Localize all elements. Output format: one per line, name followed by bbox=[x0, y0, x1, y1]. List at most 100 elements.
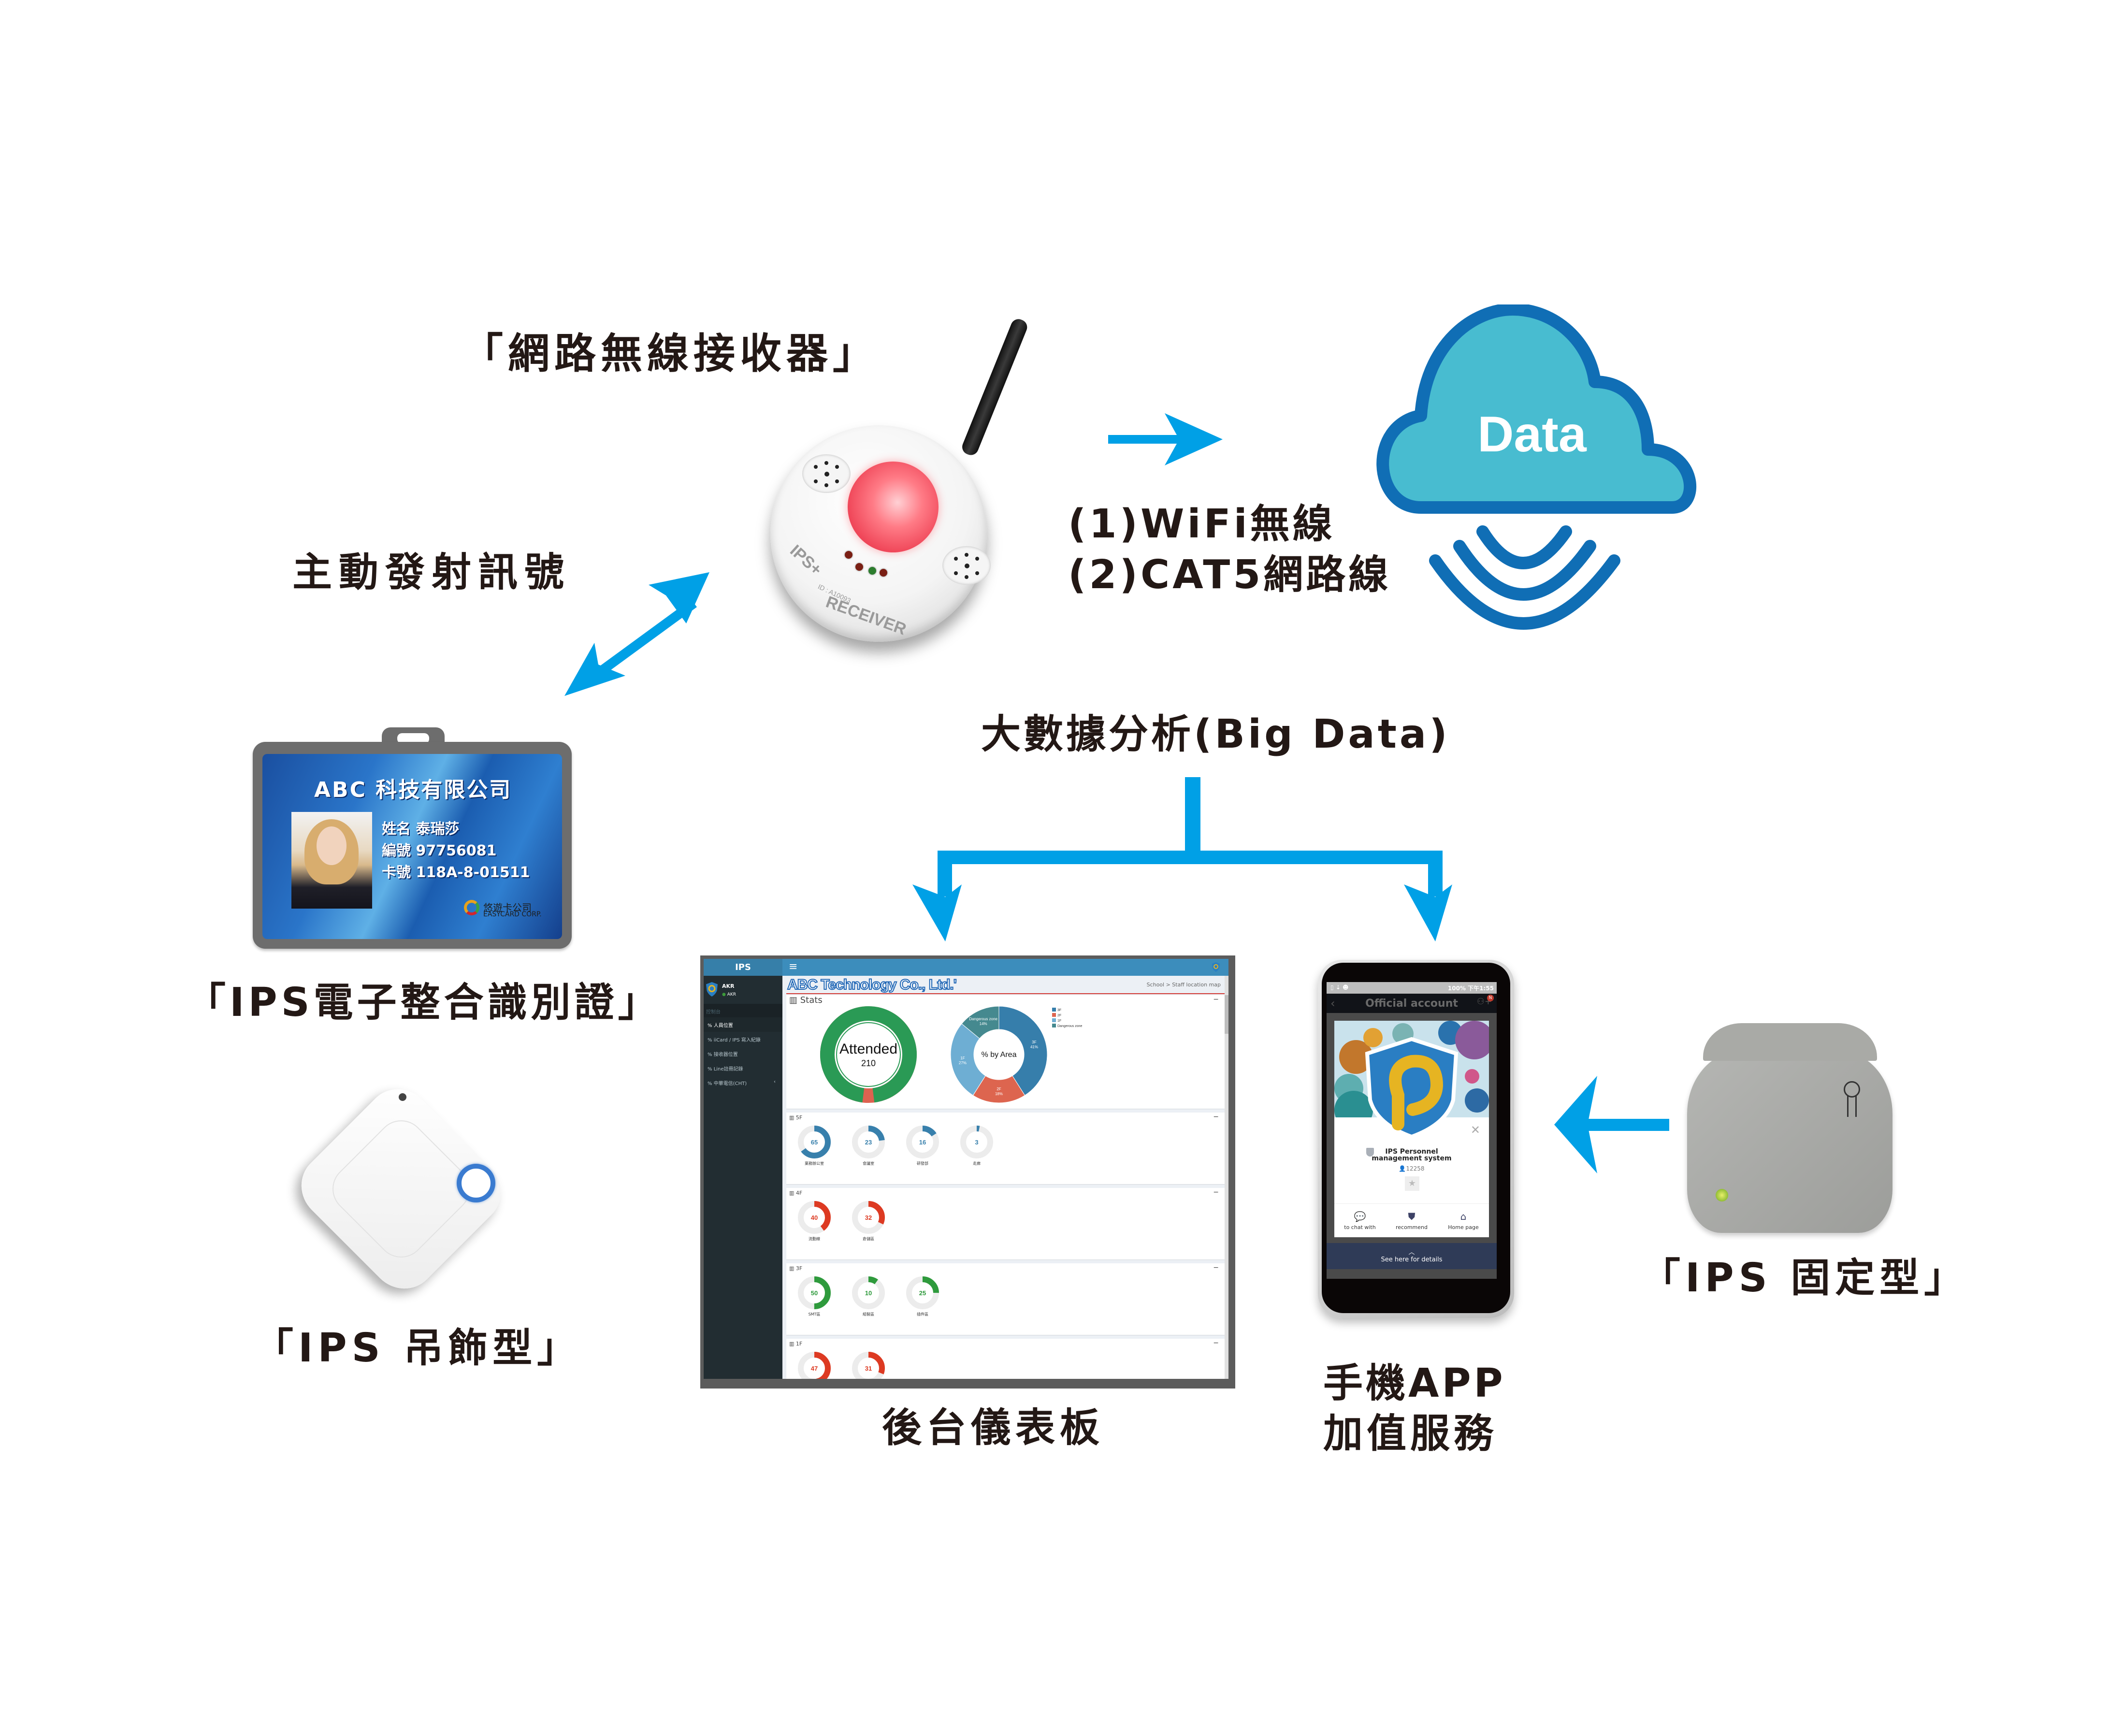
gauge-value-arc bbox=[852, 1201, 885, 1234]
sidebar-item-line-registration[interactable]: % Line註冊記錄 bbox=[708, 1067, 743, 1072]
double-arrow-card-receiver bbox=[564, 572, 709, 696]
sidebar-item-write-log[interactable]: % iiCard / IPS 寫入紀錄 bbox=[708, 1038, 761, 1043]
dashboard-content: ABC Technology Co., Ltd.' School > Staff… bbox=[782, 976, 1228, 1379]
chat-button[interactable]: 💬to chat with bbox=[1344, 1211, 1376, 1230]
connection-cat5: (2)CAT5網路線 bbox=[1068, 552, 1391, 598]
link-icon: % bbox=[708, 1052, 712, 1057]
collapse-button[interactable]: − bbox=[1213, 1339, 1219, 1347]
area-slice-label: 2F bbox=[997, 1087, 1001, 1091]
gauge-value-arc bbox=[798, 1201, 831, 1234]
banner-bubble bbox=[1455, 1021, 1489, 1059]
home-page-button[interactable]: ⌂Home page bbox=[1448, 1211, 1479, 1230]
see-details-button[interactable]: ︿See here for details bbox=[1327, 1243, 1497, 1269]
gauge-label: 倉儲區 bbox=[863, 1237, 874, 1241]
user-name: AKR bbox=[722, 983, 735, 989]
sidebar-item-cht[interactable]: % 中華電信(CHT)‹ bbox=[708, 1079, 776, 1086]
sidebar-item-receiver-location[interactable]: % 接收器位置 bbox=[708, 1052, 738, 1057]
dashboard-brand[interactable]: IPS bbox=[704, 959, 782, 976]
verified-shield-icon bbox=[1366, 1148, 1374, 1157]
card-field-name: 姓名 泰瑞莎 bbox=[382, 821, 460, 838]
keyhole-slot bbox=[1847, 1095, 1857, 1117]
floor-panel-title: ▥ 5F bbox=[789, 1114, 803, 1121]
gauge-value: 3 bbox=[975, 1139, 978, 1146]
favorite-star-button[interactable]: ★ bbox=[1405, 1176, 1419, 1191]
phone-status-bar: ▯ ⇣ ☻ 100% 下午1:55 bbox=[1327, 982, 1497, 994]
gauge-value: 31 bbox=[865, 1365, 872, 1372]
battery-time: 100% 下午1:55 bbox=[1447, 985, 1494, 992]
legend-label: 1F bbox=[1057, 1019, 1061, 1023]
zone-gauge: 31 bbox=[852, 1352, 885, 1379]
home-icon: ⌂ bbox=[1460, 1211, 1467, 1222]
phone-header: ‹ Official account ⚇+ N bbox=[1327, 994, 1497, 1013]
user-status: ● AKR bbox=[722, 992, 737, 997]
zone-gauge: 3 bbox=[960, 1126, 993, 1158]
zone-gauge: 65 bbox=[798, 1126, 831, 1158]
user-avatar-shield-icon bbox=[706, 982, 718, 997]
status-led-icon bbox=[1716, 1189, 1728, 1201]
phone-screen: ▯ ⇣ ☻ 100% 下午1:55 ‹ Official account ⚇+ … bbox=[1327, 982, 1497, 1279]
wireless-signal-icon bbox=[1429, 525, 1620, 630]
notification-badge: N bbox=[1487, 995, 1494, 1001]
status-icons: ▯ ⇣ ☻ bbox=[1330, 984, 1349, 991]
hamburger-menu-icon[interactable]: ≡ bbox=[789, 961, 798, 973]
speaker-grille-icon bbox=[942, 546, 991, 585]
bar-chart-icon: ▥ bbox=[789, 1265, 796, 1272]
scrollbar[interactable] bbox=[1225, 976, 1228, 1379]
recommend-button[interactable]: ⛊recommend bbox=[1396, 1211, 1428, 1230]
arrow-left-from-fixed-device bbox=[1554, 1076, 1669, 1173]
company-title: ABC Technology Co., Ltd.' bbox=[787, 976, 957, 993]
zone-gauge: 23 bbox=[852, 1126, 885, 1158]
chevron-left-icon: ‹ bbox=[774, 1079, 776, 1085]
led-tx-icon bbox=[868, 567, 876, 575]
zone-gauge: 50 bbox=[798, 1276, 831, 1309]
area-slice-pct: 27% bbox=[959, 1061, 967, 1065]
back-chevron-icon[interactable]: ‹ bbox=[1330, 997, 1335, 1010]
arrow-right-to-cloud bbox=[1108, 413, 1223, 465]
gauge-value-arc bbox=[798, 1352, 831, 1379]
gauge-value: 10 bbox=[865, 1289, 872, 1297]
gauge-value: 40 bbox=[811, 1214, 818, 1221]
collapse-button[interactable]: − bbox=[1213, 1264, 1219, 1272]
floor-panel-title: ▥ 4F bbox=[789, 1190, 803, 1196]
collapse-button[interactable]: − bbox=[1213, 1113, 1219, 1121]
gauge-value-arc bbox=[960, 1126, 993, 1158]
area-center-label: % by Area bbox=[982, 1051, 1017, 1059]
cloud-icon bbox=[1376, 304, 1697, 630]
sidebar-item-staff-location[interactable]: % 人員位置 bbox=[704, 1017, 782, 1032]
breadcrumb[interactable]: School > Staff location map bbox=[1146, 982, 1221, 988]
gauge-value-arc bbox=[852, 1276, 885, 1309]
led-rx-icon bbox=[855, 563, 863, 571]
dashboard-sidebar: AKR ● AKR 控制台 % 人員位置 % iiCard / IPS 寫入紀錄… bbox=[704, 976, 782, 1379]
gauge-value: 32 bbox=[865, 1214, 872, 1221]
pendant-label: 「IPS 吊飾型」 bbox=[254, 1325, 582, 1371]
shield-logo-icon[interactable] bbox=[1212, 962, 1220, 972]
collapse-button[interactable]: − bbox=[1213, 1188, 1219, 1196]
card-photo-face bbox=[317, 826, 347, 865]
attended-inner-ring bbox=[836, 1022, 901, 1087]
receiver-label: 「網路無線接收器」 bbox=[462, 330, 879, 378]
gauge-label: 組裝區 bbox=[863, 1312, 874, 1316]
legend-label: Dangerous zone bbox=[1057, 1025, 1082, 1028]
pendant-button-ring-icon bbox=[457, 1164, 495, 1202]
follower-count: 👤12258 bbox=[1399, 1165, 1425, 1172]
dashboard-topbar bbox=[704, 959, 1228, 976]
user-panel: AKR ● AKR bbox=[706, 980, 779, 1004]
scrollbar-thumb[interactable] bbox=[1225, 995, 1228, 1034]
gauge-label: 流動線 bbox=[809, 1237, 820, 1241]
close-icon[interactable]: ✕ bbox=[1470, 1123, 1480, 1137]
gauge-label: 業務辦公室 bbox=[805, 1161, 824, 1166]
gauge-label: 走廊 bbox=[973, 1161, 981, 1166]
link-icon: % bbox=[708, 1023, 712, 1028]
gauge-label: 研發部 bbox=[917, 1161, 928, 1166]
area-slice-pct: 41% bbox=[1030, 1045, 1038, 1049]
zone-gauge: 40 bbox=[798, 1201, 831, 1234]
bar-chart-icon: ▥ bbox=[789, 1114, 796, 1121]
floor-panel-title: ▥ 3F bbox=[789, 1265, 803, 1272]
dashboard-label: 後台儀表板 bbox=[882, 1405, 1105, 1451]
big-data-tree-arrows bbox=[912, 777, 1452, 941]
collapse-button[interactable]: − bbox=[1213, 996, 1219, 1003]
